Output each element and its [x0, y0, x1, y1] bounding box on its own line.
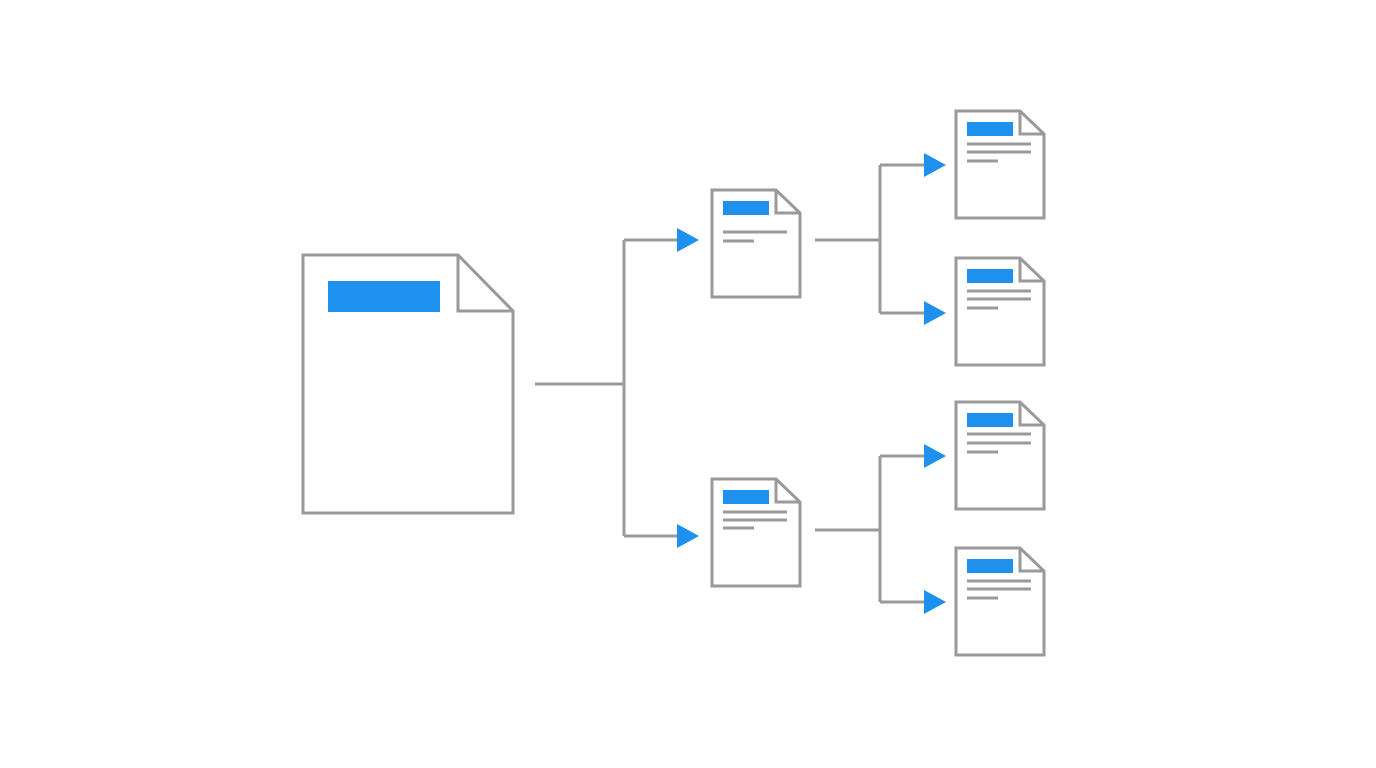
document-title-bar: [723, 201, 769, 215]
root-document-icon: [301, 253, 515, 515]
leaf-document-icon-1: [954, 109, 1046, 220]
document-title-bar: [967, 122, 1013, 136]
leaf-document-icon-3: [954, 400, 1046, 511]
document-title-bar: [967, 413, 1013, 427]
leaf-document-icon-2: [954, 256, 1046, 367]
arrow-right-icon: [924, 153, 946, 177]
arrow-right-icon: [924, 444, 946, 468]
connector-lower-child-to-leaves: [815, 444, 946, 614]
document-title-bar: [967, 559, 1013, 573]
document-title-bar: [723, 490, 769, 504]
child-document-icon-lower: [710, 477, 802, 588]
document-title-bar: [967, 269, 1013, 283]
child-document-icon-upper: [710, 188, 802, 299]
arrow-right-icon: [924, 301, 946, 325]
connector-upper-child-to-leaves: [815, 153, 946, 325]
connector-root-to-children: [535, 228, 699, 548]
arrow-right-icon: [924, 590, 946, 614]
document-title-bar: [328, 281, 440, 312]
arrow-right-icon: [677, 228, 699, 252]
arrow-right-icon: [677, 524, 699, 548]
leaf-document-icon-4: [954, 546, 1046, 657]
